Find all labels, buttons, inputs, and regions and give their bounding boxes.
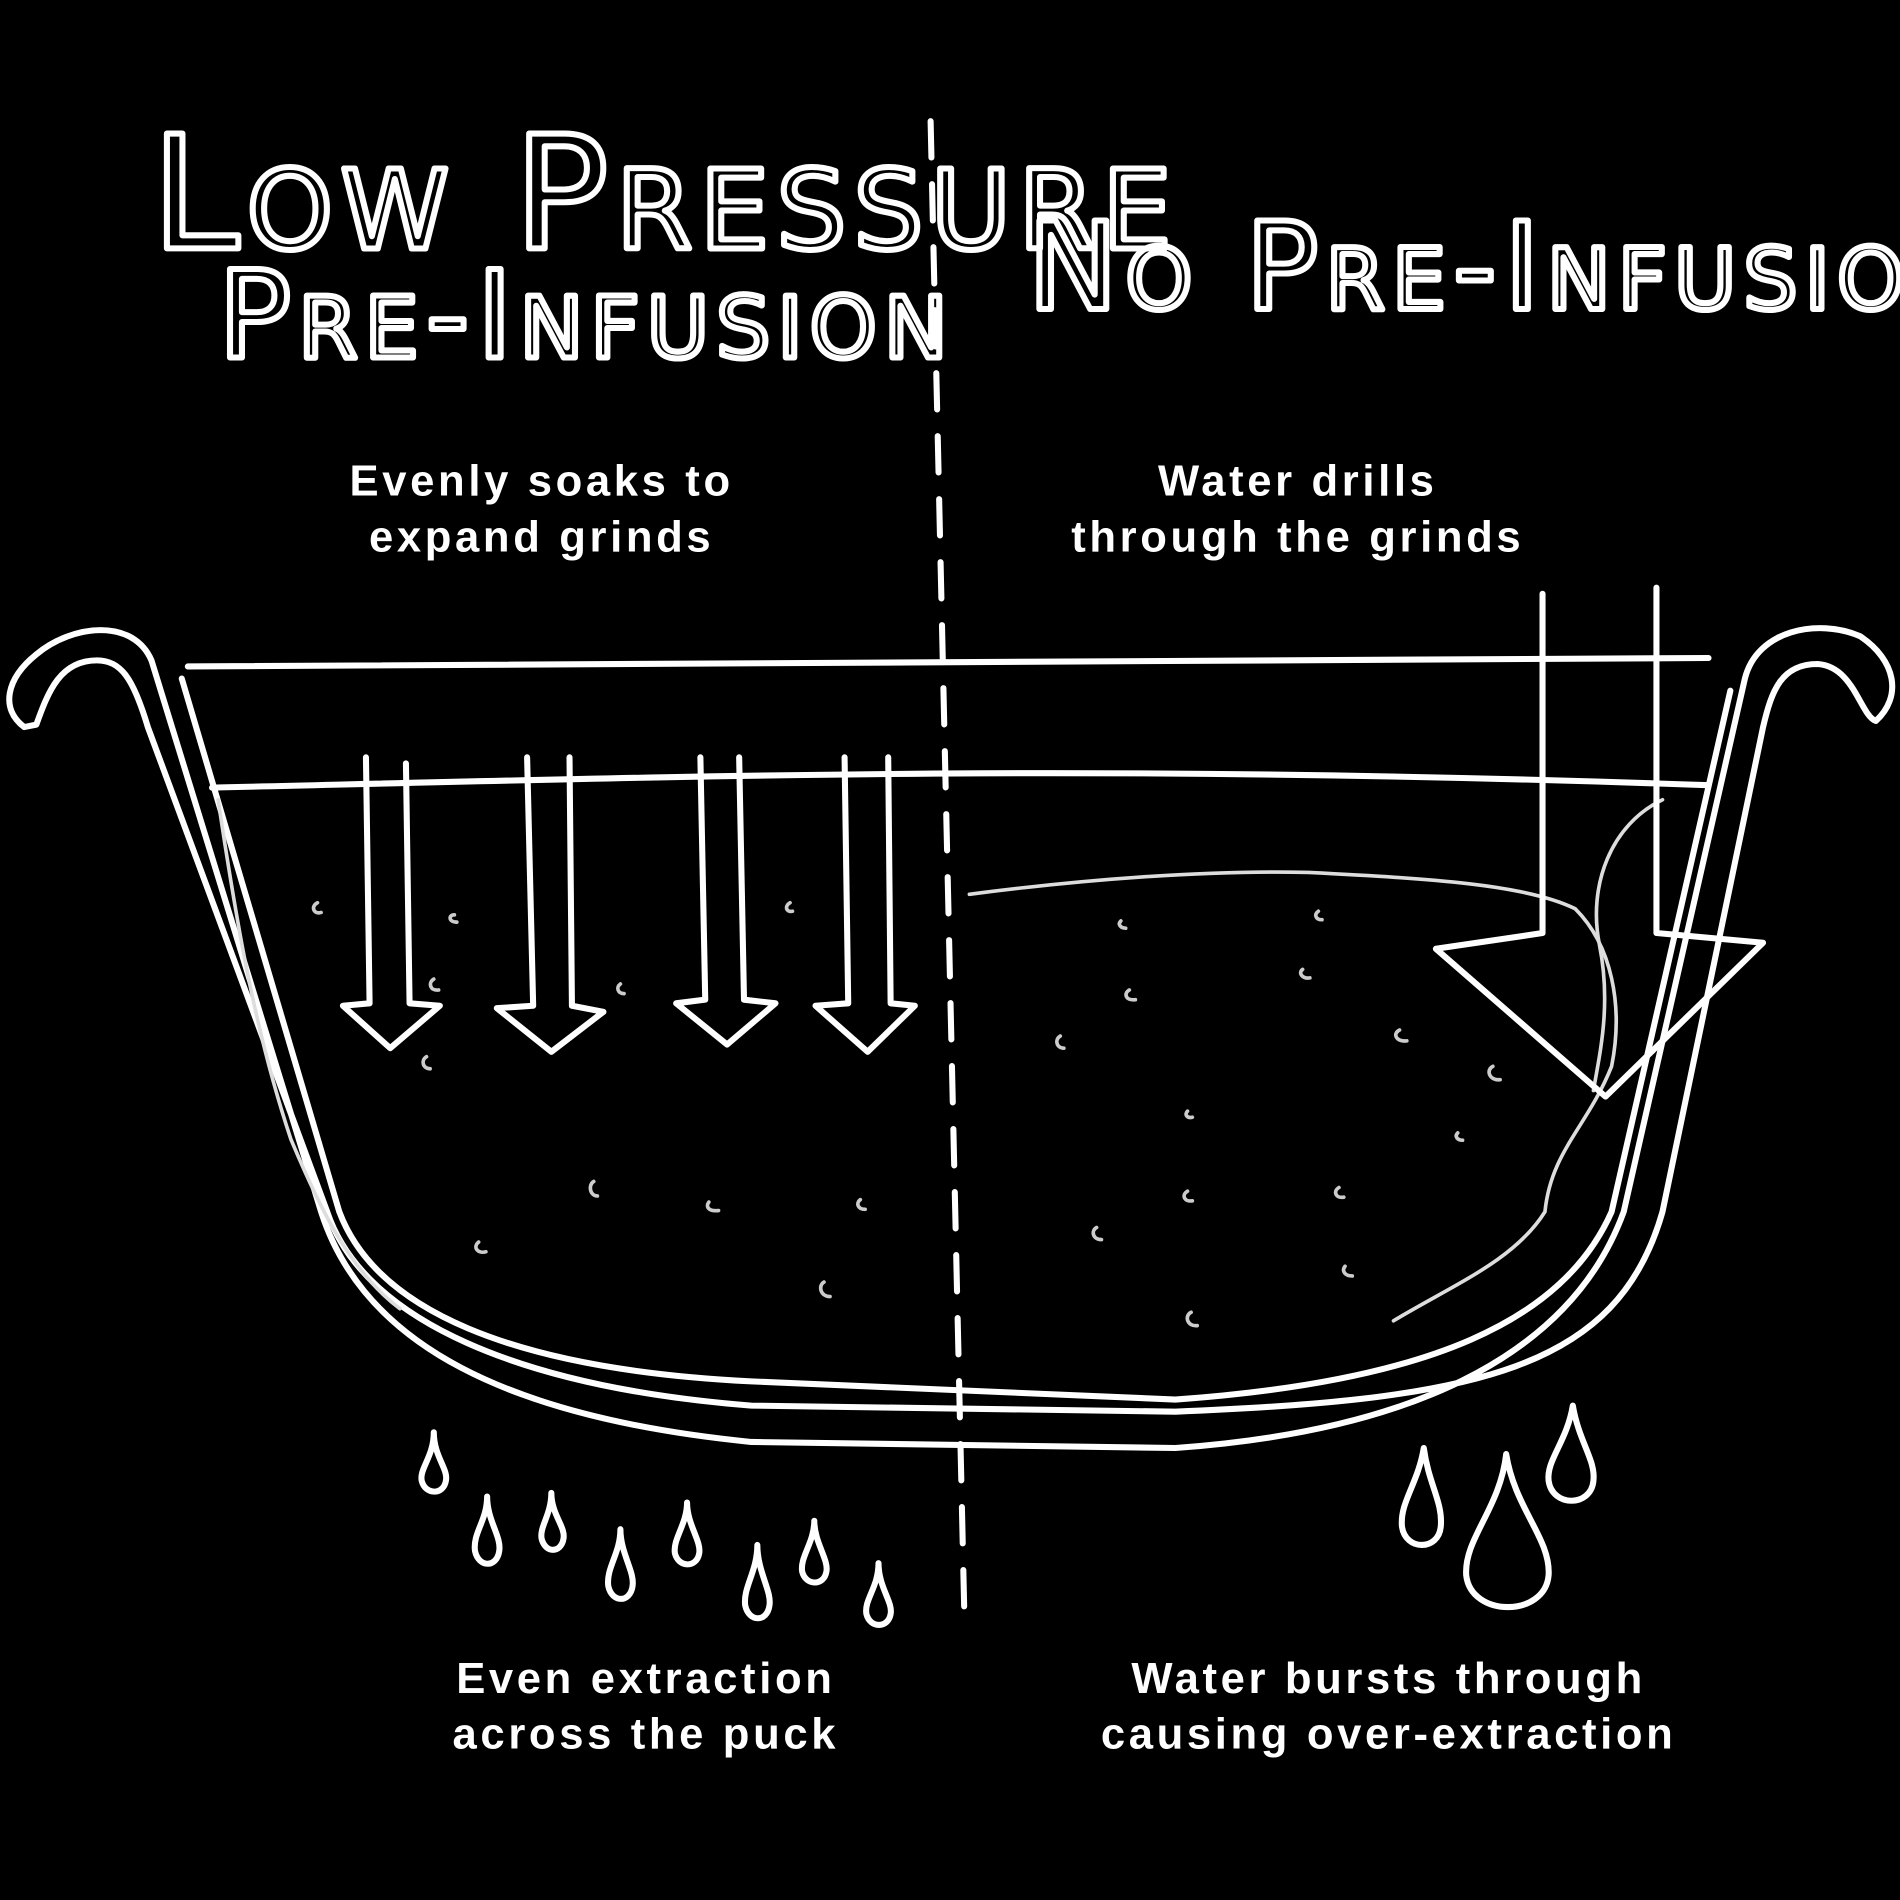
right-title: No Pre-Infusion xyxy=(1028,197,1900,338)
coffee-grinds xyxy=(311,900,1502,1328)
burst-drips xyxy=(1398,1402,1597,1610)
drop-icon xyxy=(671,1499,703,1568)
dashed-divider xyxy=(927,118,968,1627)
drop-icon xyxy=(1463,1451,1552,1610)
portafilter-basket xyxy=(6,625,1896,1452)
even-drips xyxy=(418,1429,894,1628)
drilling-arrow-icon xyxy=(1432,584,1767,1100)
puck-top-line xyxy=(209,770,1712,791)
right-bottom-caption-1: Water bursts through xyxy=(1131,1655,1645,1703)
drop-icon xyxy=(1398,1444,1445,1548)
right-bottom-caption-2: causing over-extraction xyxy=(1101,1711,1677,1759)
water-line-top xyxy=(184,654,1712,670)
drop-icon xyxy=(798,1517,830,1586)
down-arrow-icon xyxy=(673,754,779,1048)
left-title-line1: Low Pressure xyxy=(151,103,1178,286)
drop-icon xyxy=(605,1526,636,1602)
even-water-arrows xyxy=(339,754,918,1055)
drop-icon xyxy=(471,1493,503,1567)
left-bottom-caption-1: Even extraction xyxy=(456,1655,835,1703)
channel-crack xyxy=(1591,797,1665,1093)
left-top-caption-1: Evenly soaks to xyxy=(350,458,734,506)
drop-icon xyxy=(1545,1402,1597,1504)
left-top-caption-2: expand grinds xyxy=(369,513,714,561)
drop-icon xyxy=(863,1560,894,1628)
left-title-line2: Pre-Infusion xyxy=(218,245,955,386)
channeled-puck-outline xyxy=(967,870,1618,1323)
drop-icon xyxy=(741,1541,773,1622)
drop-icon xyxy=(538,1489,567,1553)
down-arrow-icon xyxy=(339,754,443,1052)
right-top-caption-2: through the grinds xyxy=(1071,513,1524,561)
left-bottom-caption-2: across the puck xyxy=(453,1711,840,1759)
drop-icon xyxy=(418,1429,450,1495)
down-arrow-icon xyxy=(493,754,607,1055)
right-top-caption-1: Water drills xyxy=(1158,458,1438,506)
basket-inner-wall xyxy=(178,675,1734,1403)
left-puck-edge xyxy=(216,797,402,1311)
down-arrow-icon xyxy=(812,754,918,1055)
